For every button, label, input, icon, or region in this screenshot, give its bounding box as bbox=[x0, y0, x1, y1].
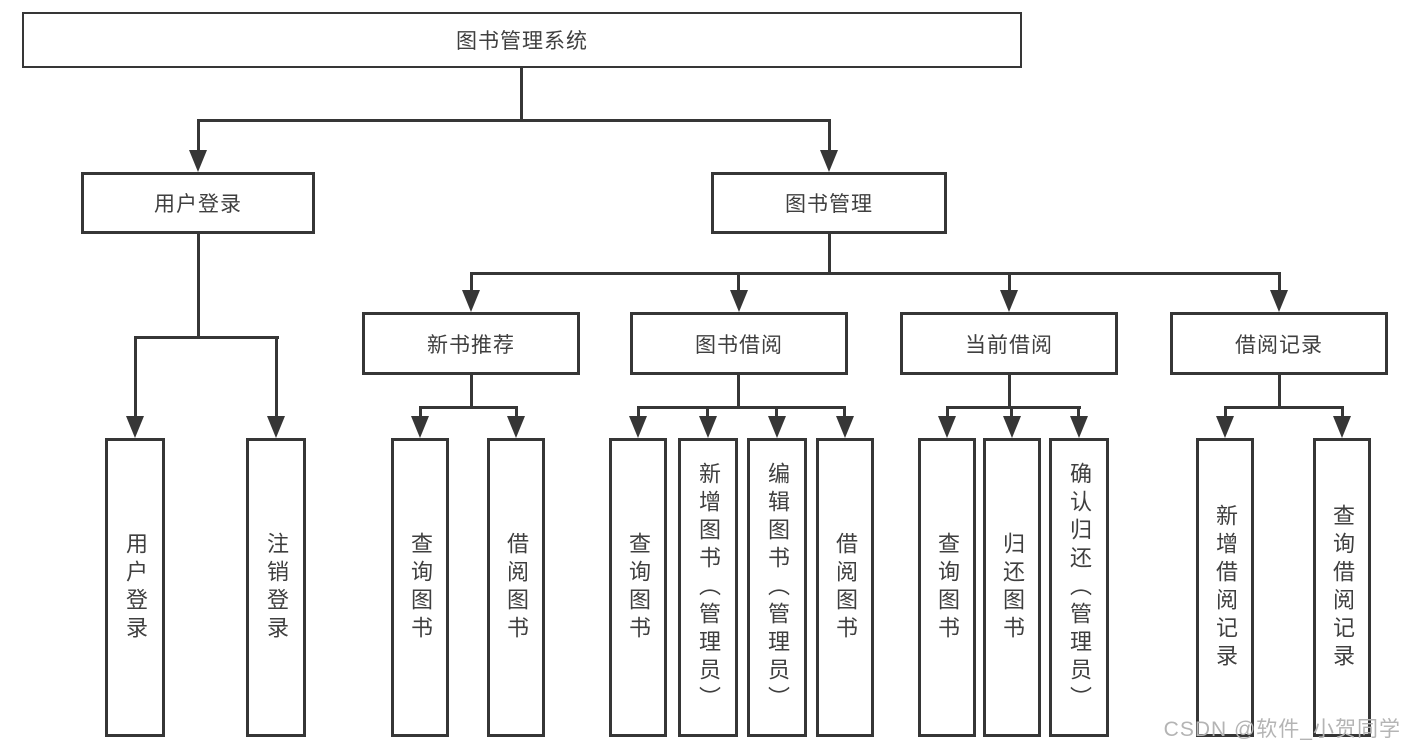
node-br-add-record: 新增借阅记录 bbox=[1196, 438, 1254, 737]
csdn-watermark: CSDN @软件_小贺同学 bbox=[1163, 718, 1401, 741]
connector-line bbox=[706, 406, 709, 422]
arrow-down-icon bbox=[768, 416, 786, 438]
node-user-login: 用户登录 bbox=[81, 172, 315, 234]
connector-line bbox=[737, 272, 740, 294]
arrow-down-icon bbox=[189, 150, 207, 172]
arrow-down-icon bbox=[629, 416, 647, 438]
node-login: 用户登录 bbox=[105, 438, 165, 737]
node-root: 图书管理系统 bbox=[22, 12, 1022, 68]
arrow-down-icon bbox=[267, 416, 285, 438]
node-cb-return-books: 归还图书 bbox=[983, 438, 1041, 737]
node-br-query-record: 查询借阅记录 bbox=[1313, 438, 1371, 737]
arrow-down-icon bbox=[1333, 416, 1351, 438]
node-label: 图书借阅 bbox=[695, 333, 783, 357]
arrow-down-icon bbox=[836, 416, 854, 438]
node-book-borrow: 图书借阅 bbox=[630, 312, 848, 375]
connector-line bbox=[470, 375, 473, 408]
connector-line bbox=[1010, 406, 1013, 422]
arrow-down-icon bbox=[126, 416, 144, 438]
connector-line bbox=[637, 406, 640, 422]
connector-line bbox=[1341, 406, 1344, 422]
connector-line bbox=[1278, 272, 1281, 294]
node-cb-confirm-return: 确认归还（管理员） bbox=[1049, 438, 1109, 737]
arrow-down-icon bbox=[1000, 290, 1018, 312]
node-bb-borrow-books: 借阅图书 bbox=[816, 438, 874, 737]
connector-line bbox=[828, 234, 831, 275]
node-label: 新增图书（管理员） bbox=[696, 461, 721, 714]
connector-line bbox=[775, 406, 778, 422]
node-label: 新增借阅记录 bbox=[1213, 503, 1238, 672]
connector-line bbox=[470, 272, 1281, 275]
node-label: 查询图书 bbox=[408, 531, 433, 644]
connector-line bbox=[843, 406, 846, 422]
node-borrow-records: 借阅记录 bbox=[1170, 312, 1388, 375]
connector-line bbox=[1077, 406, 1080, 422]
node-label: 新书推荐 bbox=[427, 333, 515, 357]
node-book-mgmt: 图书管理 bbox=[711, 172, 947, 234]
node-bb-edit-books: 编辑图书（管理员） bbox=[747, 438, 807, 737]
connector-line bbox=[946, 406, 1081, 409]
connector-line bbox=[515, 406, 518, 422]
connector-line bbox=[737, 375, 740, 408]
connector-line bbox=[520, 68, 523, 121]
arrow-down-icon bbox=[462, 290, 480, 312]
connector-line bbox=[419, 406, 422, 422]
node-label: 查询图书 bbox=[626, 531, 651, 644]
node-label: 用户登录 bbox=[123, 531, 148, 644]
arrow-down-icon bbox=[1216, 416, 1234, 438]
arrow-down-icon bbox=[507, 416, 525, 438]
arrow-down-icon bbox=[938, 416, 956, 438]
node-label: 编辑图书（管理员） bbox=[765, 461, 790, 714]
connector-line bbox=[1224, 406, 1227, 422]
connector-line bbox=[1224, 406, 1344, 409]
connector-line bbox=[134, 336, 279, 339]
arrow-down-icon bbox=[1003, 416, 1021, 438]
node-logout: 注销登录 bbox=[246, 438, 306, 737]
node-current-borrow: 当前借阅 bbox=[900, 312, 1118, 375]
connector-line bbox=[1278, 375, 1281, 408]
connector-line bbox=[197, 119, 831, 122]
arrow-down-icon bbox=[411, 416, 429, 438]
node-label: 确认归还（管理员） bbox=[1067, 461, 1092, 714]
node-label: 查询图书 bbox=[935, 531, 960, 644]
node-label: 借阅图书 bbox=[833, 531, 858, 644]
arrow-down-icon bbox=[1270, 290, 1288, 312]
node-nbr-borrow-books: 借阅图书 bbox=[487, 438, 545, 737]
connector-line bbox=[1008, 375, 1011, 408]
connector-line bbox=[828, 119, 831, 154]
connector-line bbox=[197, 234, 200, 339]
connector-line bbox=[134, 336, 137, 420]
node-bb-query-books: 查询图书 bbox=[609, 438, 667, 737]
node-nbr-query-books: 查询图书 bbox=[391, 438, 449, 737]
connector-line bbox=[197, 119, 200, 154]
connector-line bbox=[275, 336, 278, 420]
arrow-down-icon bbox=[820, 150, 838, 172]
node-label: 借阅图书 bbox=[504, 531, 529, 644]
connector-line bbox=[637, 406, 846, 409]
node-new-book-recommend: 新书推荐 bbox=[362, 312, 580, 375]
connector-line bbox=[470, 272, 473, 294]
node-label: 归还图书 bbox=[1000, 531, 1025, 644]
node-label: 用户登录 bbox=[154, 193, 242, 216]
arrow-down-icon bbox=[1070, 416, 1088, 438]
node-cb-query-books: 查询图书 bbox=[918, 438, 976, 737]
node-label: 图书管理 bbox=[785, 193, 873, 216]
node-label: 借阅记录 bbox=[1235, 333, 1323, 357]
node-label: 查询借阅记录 bbox=[1330, 503, 1355, 672]
node-label: 当前借阅 bbox=[965, 333, 1053, 357]
connector-line bbox=[946, 406, 949, 422]
arrow-down-icon bbox=[730, 290, 748, 312]
node-bb-add-books: 新增图书（管理员） bbox=[678, 438, 738, 737]
connector-line bbox=[1008, 272, 1011, 294]
connector-line bbox=[419, 406, 518, 409]
node-label: 注销登录 bbox=[264, 531, 289, 644]
node-label: 图书管理系统 bbox=[456, 30, 588, 53]
arrow-down-icon bbox=[699, 416, 717, 438]
